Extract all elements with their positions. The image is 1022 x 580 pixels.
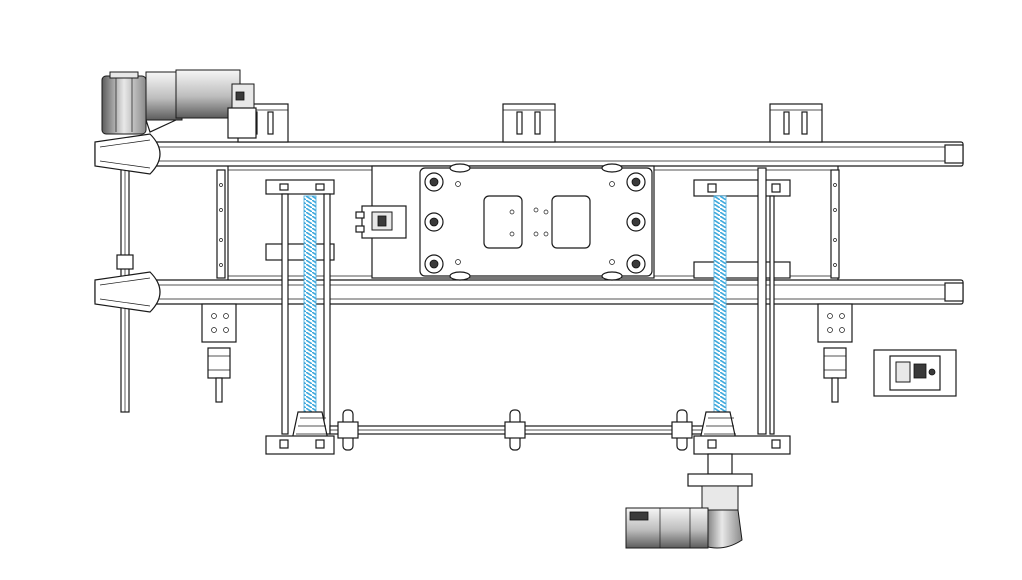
left-pulley-top: [94, 133, 161, 175]
base-plate-left: [265, 435, 335, 455]
carriage-clamps: [424, 172, 646, 274]
shaft-support-left: [337, 409, 359, 451]
left-lead-screw: [303, 195, 317, 427]
drive-motor: [101, 69, 257, 139]
right-lift-mechanism: [693, 167, 791, 435]
bottom-rail: [94, 279, 964, 305]
top-brackets: [237, 103, 823, 143]
carriage-base: [371, 163, 655, 281]
shaft-support-right: [671, 409, 693, 451]
base-plate-right: [693, 435, 791, 455]
sensor-block: [355, 205, 407, 239]
cross-shaft: [291, 409, 737, 451]
top-bracket-2: [502, 103, 556, 143]
left-pulley-bottom: [94, 271, 161, 313]
top-bracket-3: [769, 103, 823, 143]
lift-motor: [625, 453, 753, 549]
left-lift-mechanism: [265, 179, 335, 435]
right-lead-screw: [713, 195, 727, 427]
shaft-support-mid: [504, 409, 526, 451]
right-leg: [817, 303, 853, 403]
left-leg: [201, 303, 237, 403]
control-box: [873, 349, 957, 397]
top-rail: [94, 141, 964, 167]
